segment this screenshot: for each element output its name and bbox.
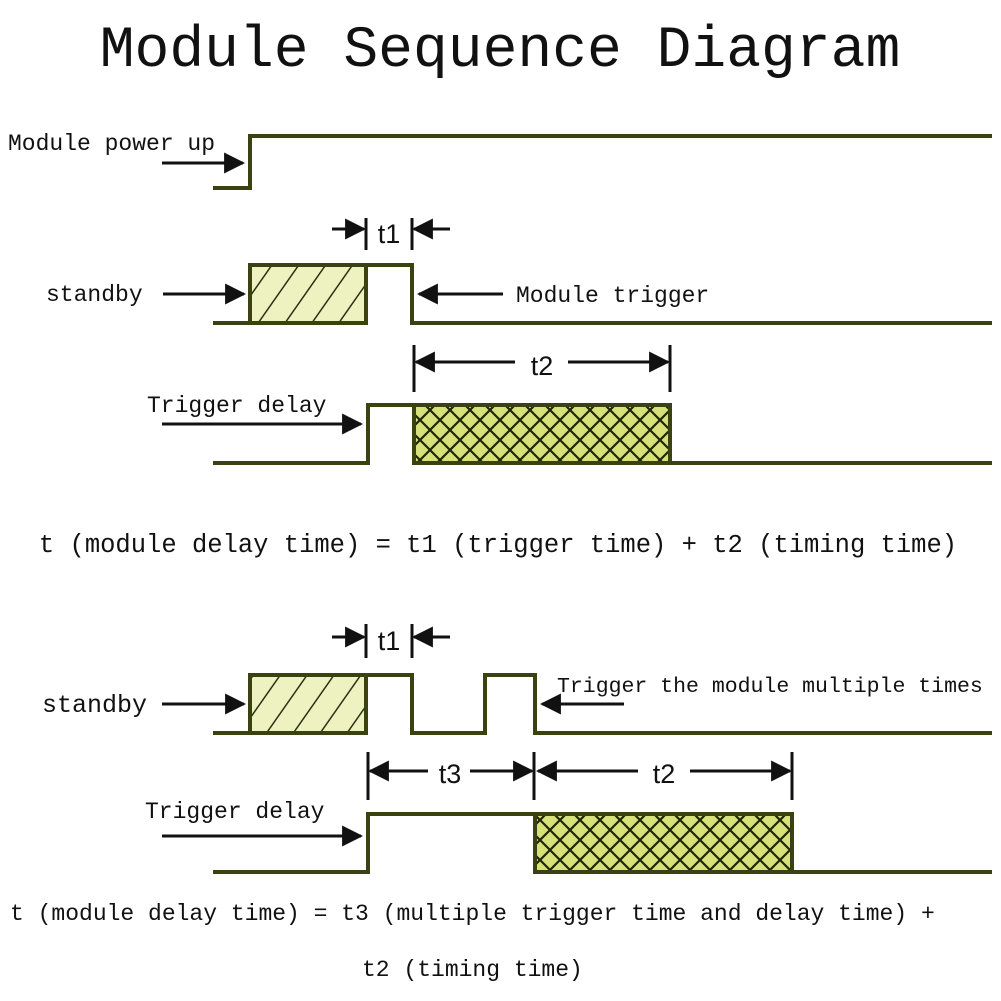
formula-top: t (module delay time) = t1 (trigger time… [39,531,957,560]
trigger-delay-waveform [213,403,992,465]
formula-bottom-line2: t2 (timing time) [362,957,583,983]
timing-crosshatch-block-bottom [533,812,794,874]
t1-label: t1 [378,219,401,249]
standby-waveform [213,263,992,325]
timing-crosshatch-block [412,403,672,465]
power-up-label: Module power up [8,131,215,157]
t1b-label: t1 [378,626,401,656]
trigger-delay-label: Trigger delay [147,393,327,419]
standby-hatched-block-bottom [248,673,368,735]
trigger-delay-waveform-bottom [213,812,992,874]
standby-label-bottom: standby [42,691,147,720]
t3-label: t3 [439,759,462,789]
multi-trigger-label: Trigger the module multiple times [557,675,983,699]
standby-waveform-bottom [213,673,992,735]
page-title: Module Sequence Diagram [100,19,901,84]
standby-hatched-block [248,263,368,325]
standby-label: standby [46,282,143,308]
module-trigger-label: Module trigger [516,283,709,309]
formula-bottom-line1: t (module delay time) = t3 (multiple tri… [10,901,935,927]
trigger-delay-label-bottom: Trigger delay [145,799,325,825]
power-up-waveform [213,134,992,190]
t2-label: t2 [531,351,554,381]
t2b-label: t2 [653,759,676,789]
